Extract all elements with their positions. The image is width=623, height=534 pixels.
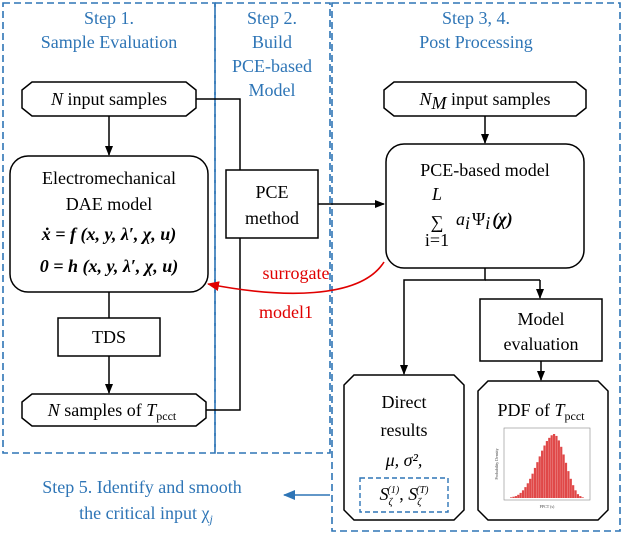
histogram-bar	[581, 497, 584, 498]
surrogate-arrow	[207, 261, 385, 295]
histogram-bar	[579, 496, 582, 498]
model-eval-box	[479, 298, 603, 362]
sum-upper-limit: L	[431, 184, 442, 204]
sum-lower-limit: i=1	[425, 230, 449, 250]
histogram-bar	[567, 471, 570, 498]
step2-line2: Build	[252, 32, 292, 52]
histogram-bar	[569, 478, 572, 498]
dae-equation-1: ẋ = f (x, y, λ′, χ, u)	[41, 224, 177, 245]
dae-equation-2: 0 = h (x, y, λ′, χ, u)	[40, 256, 179, 277]
histogram-bar	[574, 490, 577, 498]
step34-title: Step 3, 4.	[442, 8, 510, 28]
histogram-bar	[510, 497, 513, 498]
histogram-bar	[519, 492, 522, 498]
histogram-bar	[548, 437, 551, 498]
histogram-bar	[560, 446, 563, 498]
histogram-ylabel: Probability Density	[494, 448, 499, 479]
step34-region	[331, 2, 621, 532]
histogram-bar	[555, 435, 558, 498]
histogram-bar	[529, 478, 532, 498]
step1-subtitle: Sample Evaluation	[41, 32, 177, 52]
input-samples-node	[21, 81, 197, 117]
arrow-to-direct-results	[400, 268, 486, 375]
direct-results-line1: Direct	[382, 392, 427, 412]
histogram-bar	[521, 490, 525, 498]
step5-line1: Step 5. Identify and smooth	[42, 477, 241, 497]
pdf-label: PDF of Tpcct	[497, 400, 585, 423]
histogram-bar	[517, 494, 520, 498]
pdf-histogram: Probability Density PPCT (s)	[494, 427, 591, 509]
direct-results-node	[343, 374, 465, 521]
step2-line3: PCE-based	[232, 56, 312, 76]
surrogate-label-2: model1	[259, 302, 313, 322]
model-eval-line2: evaluation	[504, 334, 579, 354]
output-samples-label: N samples of Tpcct	[47, 400, 177, 423]
model-eval-line1: Model	[518, 309, 565, 329]
line-output-to-pce	[206, 238, 241, 411]
step5-line2: the critical input χj	[79, 503, 213, 526]
histogram-bar	[536, 462, 539, 498]
histogram-bar	[524, 487, 527, 498]
sum-symbol: ∑	[431, 212, 444, 232]
direct-results-line2: results	[381, 420, 428, 440]
step1-title: Step 1.	[84, 8, 134, 28]
histogram-bar	[564, 462, 568, 498]
nm-input-label: NM input samples	[418, 89, 550, 113]
direct-results-stats: μ, σ²,	[385, 450, 423, 470]
histogram-bar	[552, 434, 556, 498]
histogram-bar	[514, 496, 517, 498]
histogram-bar	[526, 483, 529, 498]
histogram-bar	[541, 450, 544, 498]
pce-model-title: PCE-based model	[420, 160, 549, 180]
input-samples-label: N input samples	[50, 89, 167, 109]
step2-title: Step 2.	[247, 8, 297, 28]
pce-method-line1: PCE	[255, 182, 288, 202]
histogram-bar	[531, 473, 534, 498]
histogram-bar	[562, 454, 565, 498]
line-input-to-pce	[196, 98, 241, 170]
histogram-bar	[550, 435, 553, 498]
histogram-bar	[533, 467, 537, 498]
histogram-bar	[545, 441, 549, 498]
sobol-indices-highlight	[359, 477, 449, 513]
dae-title1: Electromechanical	[42, 168, 176, 188]
histogram-bar	[538, 456, 541, 498]
nm-input-node	[383, 81, 587, 117]
tds-label: TDS	[92, 327, 126, 347]
output-samples-node	[21, 393, 207, 427]
pce-method-line2: method	[245, 208, 299, 228]
histogram-bar	[512, 496, 515, 498]
histogram-bar	[576, 494, 580, 498]
step2-region	[214, 2, 331, 454]
step34-subtitle: Post Processing	[419, 32, 533, 52]
surrogate-label-1: surrogate	[263, 263, 330, 283]
tds-box	[57, 317, 161, 357]
histogram-bar	[557, 440, 560, 498]
histogram-bar	[543, 445, 546, 498]
histogram-xlabel: PPCT (s)	[540, 504, 555, 509]
step1-region	[2, 2, 216, 454]
sobol-indices: Sζ(1), Sζ(T)	[379, 484, 429, 508]
pce-method-box	[225, 169, 319, 239]
histogram-bar	[572, 485, 575, 498]
step2-line4: Model	[249, 80, 296, 100]
dae-title2: DAE model	[66, 194, 152, 214]
